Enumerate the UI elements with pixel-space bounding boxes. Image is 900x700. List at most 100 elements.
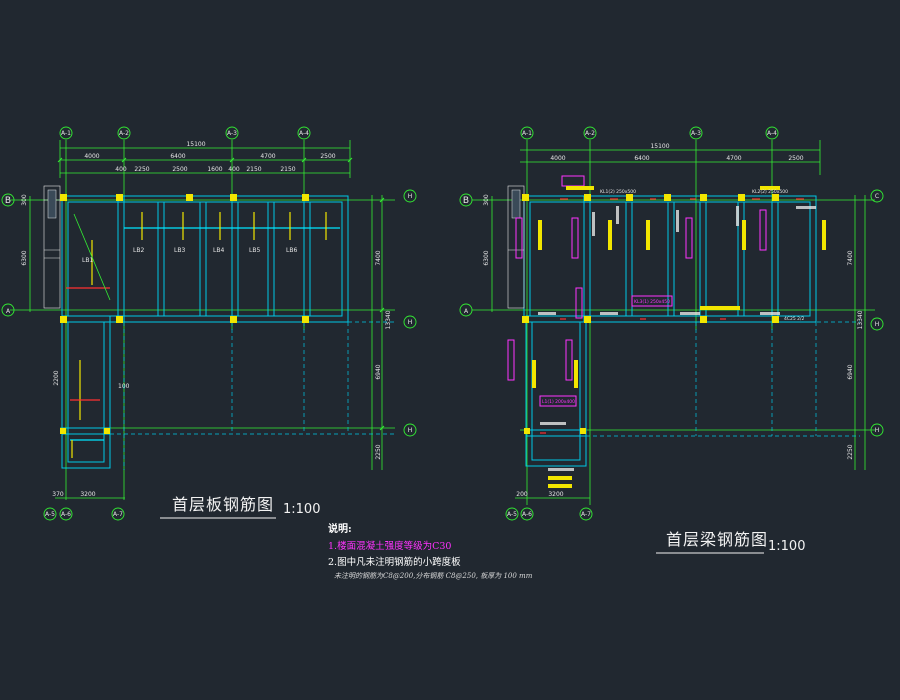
- axis-label: A: [6, 308, 11, 315]
- left-rebar-red: [66, 287, 110, 401]
- right-magenta-callouts: [507, 175, 767, 407]
- axis-label: A: [464, 308, 469, 315]
- dim-text: 2150: [280, 166, 295, 173]
- axis-label: A-3: [227, 130, 237, 137]
- right-plan: KL1(2) 250x500 KL2(2) 250x500 KL3(1) 250…: [459, 126, 884, 554]
- left-dims-top: 4000 6400 4700 2500: [84, 153, 335, 160]
- left-dims-bottom: 370 3200: [52, 491, 96, 498]
- dim-text: 6400: [634, 155, 649, 162]
- slab-label: LB3: [174, 247, 185, 254]
- dim-text: 2500: [320, 153, 335, 160]
- notes-heading: 说明:: [328, 522, 352, 535]
- axis-label: H: [875, 321, 880, 328]
- axis-label: C: [875, 193, 879, 200]
- right-beam-notes: KL1(2) 250x500 KL2(2) 250x500 KL3(1) 250…: [542, 189, 805, 405]
- dim-text: 13340: [385, 310, 392, 329]
- notes-block: 说明: 1.楼面混凝土强度等级为C30 2.图中凡未注明钢筋的小跨度板 未注明的…: [328, 522, 533, 580]
- axis-label: A-2: [585, 130, 595, 137]
- left-dashed-beams: [110, 321, 395, 470]
- left-dim-ticks: [57, 157, 385, 431]
- dim-text: 370: [52, 491, 64, 498]
- dim-text: 2250: [847, 444, 854, 459]
- dim-text: 4000: [84, 153, 99, 160]
- left-columns: [60, 194, 309, 434]
- slab-label: LB4: [213, 247, 224, 254]
- axis-label: H: [875, 427, 880, 434]
- right-dashed-beams: [586, 321, 860, 437]
- left-plan: LB1 LB2 LB3 LB4 LB5 LB6 15100 4000 6400 …: [1, 126, 417, 521]
- right-columns: [522, 194, 779, 434]
- axis-label: H: [408, 319, 413, 326]
- right-dims-right: 7400 13340 6940 2250: [847, 250, 864, 459]
- right-plan-title: 首层梁钢筋图: [666, 530, 768, 549]
- left-plan-title: 首层板钢筋图: [172, 495, 274, 514]
- dim-text: 2150: [246, 166, 261, 173]
- axis-label: A-4: [767, 130, 777, 137]
- axis-label: A-4: [299, 130, 309, 137]
- beam-note: KL2(2) 250x500: [752, 189, 788, 195]
- dim-total-top: 15100: [650, 143, 669, 150]
- dim-text: 1600: [207, 166, 222, 173]
- notes-line-3: 未注明的钢筋为C8@200,分布钢筋 C8@250, 板厚为 100 mm: [334, 572, 533, 580]
- left-slab-labels: LB1 LB2 LB3 LB4 LB5 LB6: [82, 247, 297, 264]
- right-dims-top: 4000 6400 4700 2500: [550, 155, 803, 162]
- left-rebar-h: [70, 227, 340, 441]
- left-beams: [61, 195, 349, 469]
- left-slab-diag: [73, 213, 111, 301]
- beam-note: KL3(1) 250x450: [634, 299, 670, 305]
- dim-text: 4700: [726, 155, 741, 162]
- dim-text: 13340: [857, 310, 864, 329]
- axis-label: A-7: [113, 511, 123, 518]
- dim-text: 2200: [53, 370, 60, 385]
- dim-text: 7400: [847, 250, 854, 265]
- slab-label: LB2: [133, 247, 144, 254]
- dim-text: 100: [118, 383, 130, 390]
- left-plan-scale: 1:100: [283, 502, 320, 517]
- right-white-text-blocks: [538, 206, 816, 471]
- left-dims-left: 300 6300 2200: [21, 194, 60, 386]
- dim-text: 200: [516, 491, 528, 498]
- axis-label: B: [463, 196, 469, 206]
- dim-text: 2250: [134, 166, 149, 173]
- dim-text: 2500: [788, 155, 803, 162]
- axis-label: A-6: [61, 511, 71, 518]
- left-axis-bubbles: [1, 126, 417, 521]
- dim-text: 7400: [375, 250, 382, 265]
- right-plan-scale: 1:100: [768, 539, 805, 554]
- right-dims-bottom: 200 3200: [516, 491, 564, 498]
- dim-text: 300: [483, 194, 490, 206]
- left-wall-block: [43, 185, 61, 309]
- dim-total-top: 15100: [186, 141, 205, 148]
- left-dims-right: 7400 13340 6940 2250: [375, 250, 392, 459]
- axis-label: B: [5, 196, 11, 206]
- dim-text: 6300: [21, 250, 28, 265]
- dim-text: 6400: [170, 153, 185, 160]
- right-yellow-text-blocks: [532, 186, 826, 488]
- dim-text: 2250: [375, 444, 382, 459]
- dim-text: 6940: [847, 364, 854, 379]
- axis-label: H: [408, 193, 413, 200]
- left-dims-top-sub: 400 2250 2500 1600 400 2150 2150: [115, 166, 296, 173]
- dim-text: 3200: [548, 491, 563, 498]
- dim-text: 2500: [172, 166, 187, 173]
- axis-label: A-3: [691, 130, 701, 137]
- dim-text: 400: [115, 166, 127, 173]
- dim-text: 3200: [80, 491, 95, 498]
- slab-label: LB6: [286, 247, 297, 254]
- axis-label: A-5: [507, 511, 517, 518]
- right-dims-left: 300 6300: [483, 194, 490, 266]
- dim-text: 4000: [550, 155, 565, 162]
- axis-label: A-1: [522, 130, 532, 137]
- dim-text: 6300: [483, 250, 490, 265]
- right-axis-bubbles: [459, 126, 884, 521]
- notes-line-2: 2.图中凡未注明钢筋的小跨度板: [328, 556, 461, 568]
- slab-label: LB5: [249, 247, 260, 254]
- left-rebar-v: [71, 212, 327, 458]
- axis-label: A-6: [522, 511, 532, 518]
- right-red-marks: [540, 198, 804, 434]
- dim-text: 6940: [375, 364, 382, 379]
- beam-note: 4C25 2/2: [784, 316, 805, 322]
- right-axis-labels: A-1 A-2 A-3 A-4 B A C H H A-5 A-6 A-7: [463, 130, 879, 518]
- axis-label: A-2: [119, 130, 129, 137]
